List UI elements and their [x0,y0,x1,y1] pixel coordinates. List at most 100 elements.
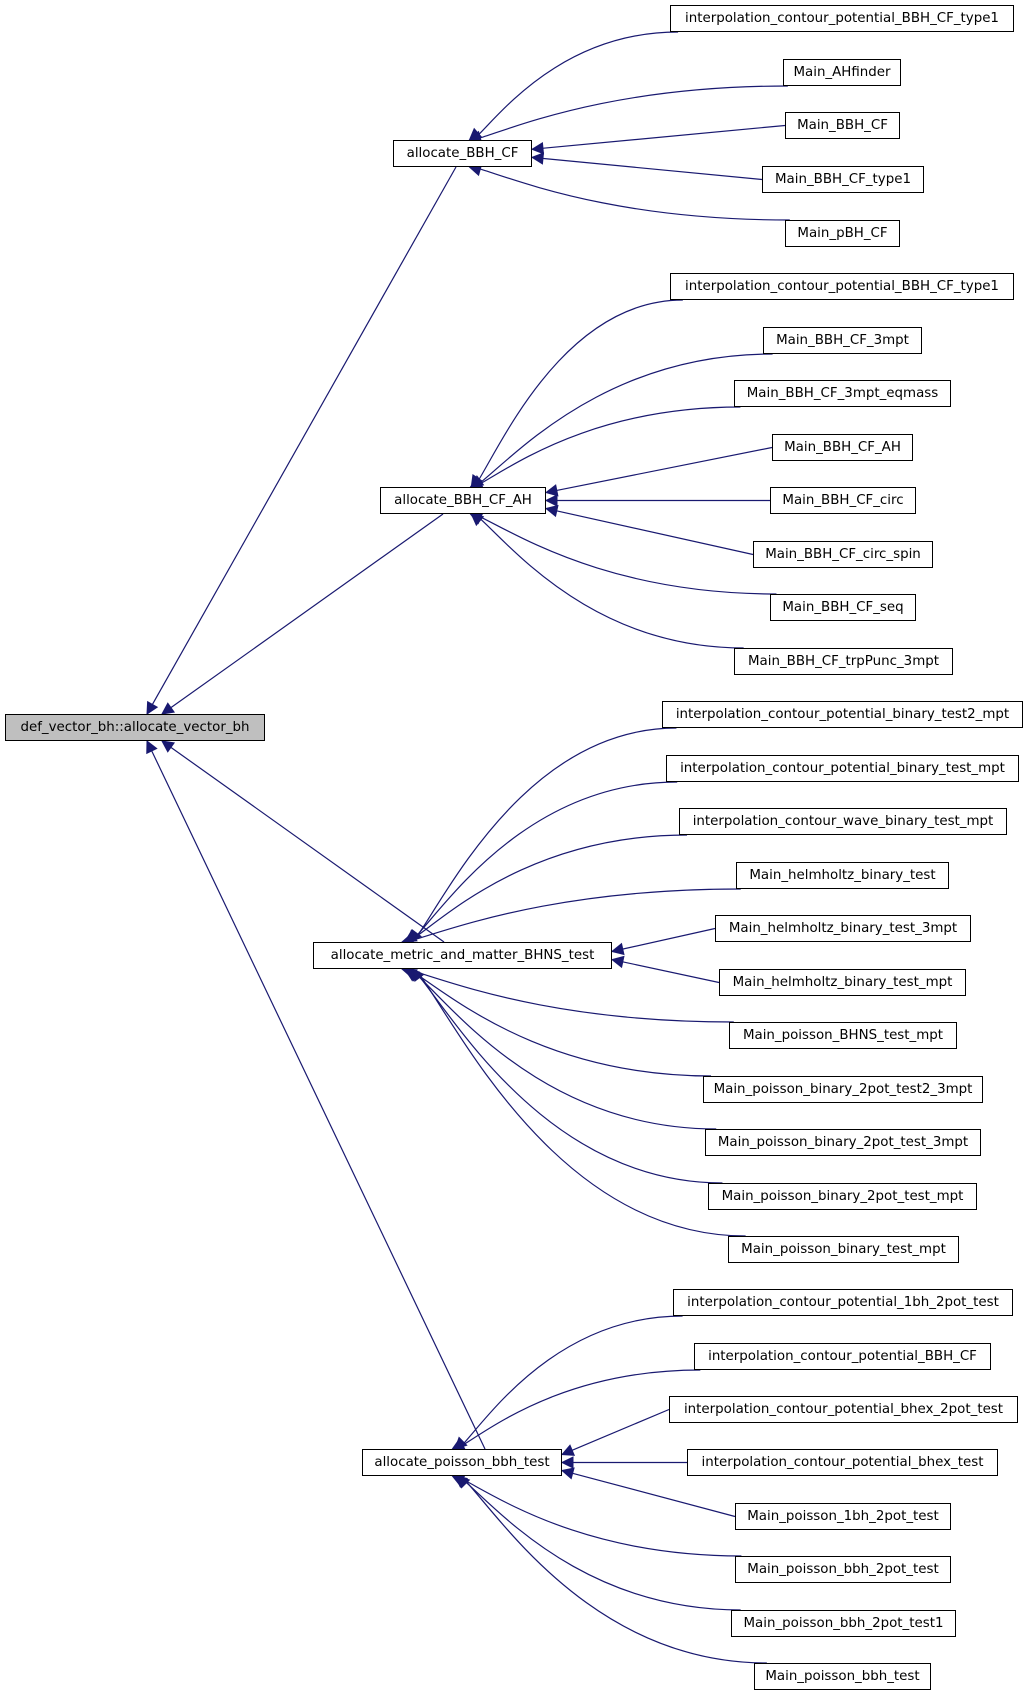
node-label: interpolation_contour_potential_1bh_2pot… [687,1294,999,1310]
call-edge [419,974,746,1237]
caller-node[interactable]: Main_BBH_CF_trpPunc_3mpt [734,648,953,675]
caller-node[interactable]: Main_poisson_1bh_2pot_test [735,1503,951,1530]
node-label: Main_poisson_1bh_2pot_test [747,1508,939,1524]
node-label: interpolation_contour_potential_binary_t… [675,706,1010,722]
edge-arrowhead [560,1467,575,1480]
caller-node[interactable]: interpolation_contour_potential_BBH_CF_t… [670,5,1014,32]
call-edge [477,31,679,137]
edge-arrowhead [451,1438,466,1450]
caller-node[interactable]: Main_helmholtz_binary_test [736,862,949,889]
caller-node[interactable]: Main_poisson_bbh_2pot_test1 [731,1610,956,1637]
node-label: Main_poisson_BHNS_test_mpt [742,1027,944,1043]
call-edge [554,446,773,492]
node-label: interpolation_contour_potential_BBH_CF_t… [685,10,999,26]
call-edge [478,515,777,595]
edge-arrowhead [560,1444,576,1456]
node-label: Main_poisson_binary_2pot_test_3mpt [717,1134,969,1150]
call-edge [462,1479,741,1611]
caller-node[interactable]: Main_BBH_CF_3mpt_eqmass [734,380,951,407]
node-label: def_vector_bh::allocate_vector_bh [20,719,250,735]
call-edge [464,1480,767,1664]
caller-node[interactable]: Main_BBH_CF_circ_spin [753,541,933,568]
call-edge [620,960,720,984]
node-label: allocate_metric_and_matter_BHNS_test [330,947,595,963]
call-edge [460,1477,742,1557]
call-edge [410,969,734,1023]
edge-arrowhead [610,955,625,969]
edge-arrowhead [530,141,545,155]
node-label: Main_BBH_CF_circ_spin [765,546,921,562]
node-label: interpolation_contour_potential_BBH_CF_t… [685,278,999,294]
group-node-allocate-bbh-cf[interactable]: allocate_BBH_CF [393,140,532,167]
node-label: Main_BBH_CF [797,117,888,133]
caller-node[interactable]: interpolation_contour_potential_binary_t… [662,701,1023,728]
node-label: Main_helmholtz_binary_test_3mpt [728,920,958,936]
group-node-allocate-bbh-cf-ah[interactable]: allocate_BBH_CF_AH [380,487,546,514]
call-edge [462,1315,683,1445]
call-edge [460,1369,701,1447]
edge-arrowhead [161,740,176,753]
call-edge [150,166,457,707]
caller-node[interactable]: Main_poisson_binary_2pot_test_mpt [708,1183,977,1210]
group-node-allocate-metric-and-matter-bhns-test[interactable]: allocate_metric_and_matter_BHNS_test [313,942,612,969]
caller-node[interactable]: Main_helmholtz_binary_test_mpt [719,969,966,996]
caller-node[interactable]: interpolation_contour_potential_bhex_tes… [687,1449,998,1476]
call-edge [570,1408,670,1452]
node-label: Main_BBH_CF_AH [784,439,901,455]
caller-node[interactable]: interpolation_contour_potential_BBH_CF [694,1343,991,1370]
caller-node[interactable]: interpolation_contour_potential_BBH_CF_t… [670,273,1014,300]
call-edge [478,406,741,485]
caller-node[interactable]: Main_poisson_binary_test_mpt [728,1236,959,1263]
caller-node[interactable]: Main_poisson_bbh_test [754,1663,931,1690]
node-label: Main_BBH_CF_3mpt_eqmass [746,385,939,401]
caller-node[interactable]: Main_BBH_CF [785,112,900,139]
edge-arrowhead [560,1456,574,1469]
node-label: Main_BBH_CF_trpPunc_3mpt [748,653,939,669]
call-edge [168,745,445,943]
edge-arrowhead [412,968,425,982]
node-label: interpolation_contour_wave_binary_test_m… [692,813,994,829]
caller-node[interactable]: interpolation_contour_wave_binary_test_m… [679,808,1007,835]
group-node-allocate-poisson-bbh-test[interactable]: allocate_poisson_bbh_test [362,1449,562,1476]
call-edge [414,972,717,1130]
caller-node[interactable]: Main_poisson_binary_2pot_test2_3mpt [703,1076,983,1103]
edge-arrowhead [470,513,485,527]
call-edge [620,927,716,951]
edge-arrowhead [544,484,559,497]
call-edge [540,124,786,150]
call-edge [554,509,754,556]
caller-node[interactable]: Main_BBH_CF_3mpt [763,327,922,354]
caller-node[interactable]: Main_pBH_CF [785,220,900,247]
edge-arrowhead [146,700,159,715]
caller-node[interactable]: Main_poisson_BHNS_test_mpt [729,1022,957,1049]
node-label: Main_poisson_binary_2pot_test_mpt [721,1188,964,1204]
caller-node[interactable]: interpolation_contour_potential_bhex_2po… [669,1396,1018,1423]
caller-node[interactable]: Main_AHfinder [783,59,901,86]
caller-node[interactable]: Main_poisson_binary_2pot_test_3mpt [705,1129,981,1156]
caller-node[interactable]: Main_BBH_CF_seq [770,594,916,621]
caller-node[interactable]: Main_helmholtz_binary_test_3mpt [715,915,971,942]
caller-node[interactable]: Main_poisson_bbh_2pot_test [735,1556,951,1583]
call-edge [412,834,688,940]
node-label: Main_BBH_CF_type1 [775,171,911,187]
caller-node[interactable]: Main_BBH_CF_AH [772,434,913,461]
call-edge [168,513,444,710]
node-label: Main_poisson_binary_2pot_test2_3mpt [713,1081,973,1097]
edge-arrowhead [456,1475,471,1489]
caller-node[interactable]: interpolation_contour_potential_1bh_2pot… [673,1289,1013,1316]
node-label: interpolation_contour_potential_binary_t… [680,760,1005,776]
root-node[interactable]: def_vector_bh::allocate_vector_bh [5,714,265,741]
edge-arrowhead [544,494,558,507]
caller-node[interactable]: interpolation_contour_potential_binary_t… [666,755,1019,782]
caller-node[interactable]: Main_BBH_CF_type1 [762,166,924,193]
node-label: allocate_poisson_bbh_test [374,1454,550,1470]
node-label: allocate_BBH_CF [406,145,519,161]
caller-node[interactable]: Main_BBH_CF_circ [770,487,916,514]
call-edge [570,1472,736,1518]
node-label: Main_poisson_bbh_test [765,1668,920,1684]
edge-arrowhead [146,739,158,755]
edge-arrowhead [544,504,559,518]
node-label: Main_BBH_CF_seq [782,599,904,615]
